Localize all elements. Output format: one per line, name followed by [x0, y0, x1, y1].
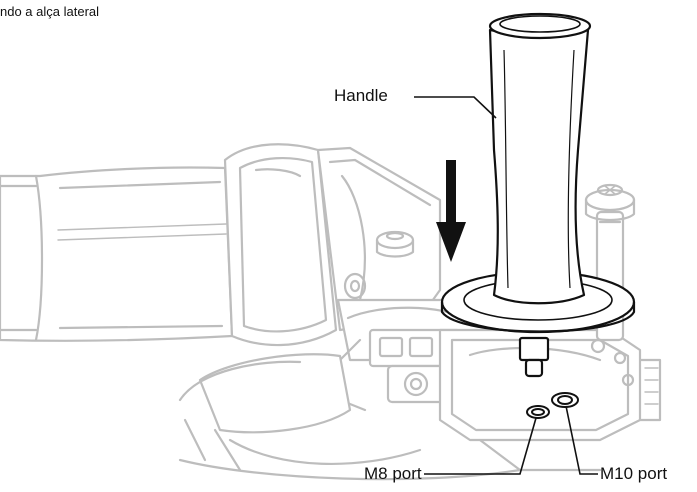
m8-port-label: M8 port: [364, 464, 422, 483]
handle-label: Handle: [334, 86, 388, 105]
m8-port-icon: [526, 405, 550, 419]
caption-text: ndo a alça lateral: [0, 4, 100, 19]
leader-lines: [414, 96, 598, 475]
m10-port-icon: [551, 392, 579, 408]
m8-port-leader: [424, 417, 537, 475]
grinder-body: [0, 143, 662, 481]
m10-port-label: M10 port: [600, 464, 668, 483]
m10-port-leader: [565, 405, 598, 475]
down-arrow-icon: [436, 160, 466, 262]
side-handle: [440, 12, 636, 378]
handle-leader: [414, 96, 497, 119]
